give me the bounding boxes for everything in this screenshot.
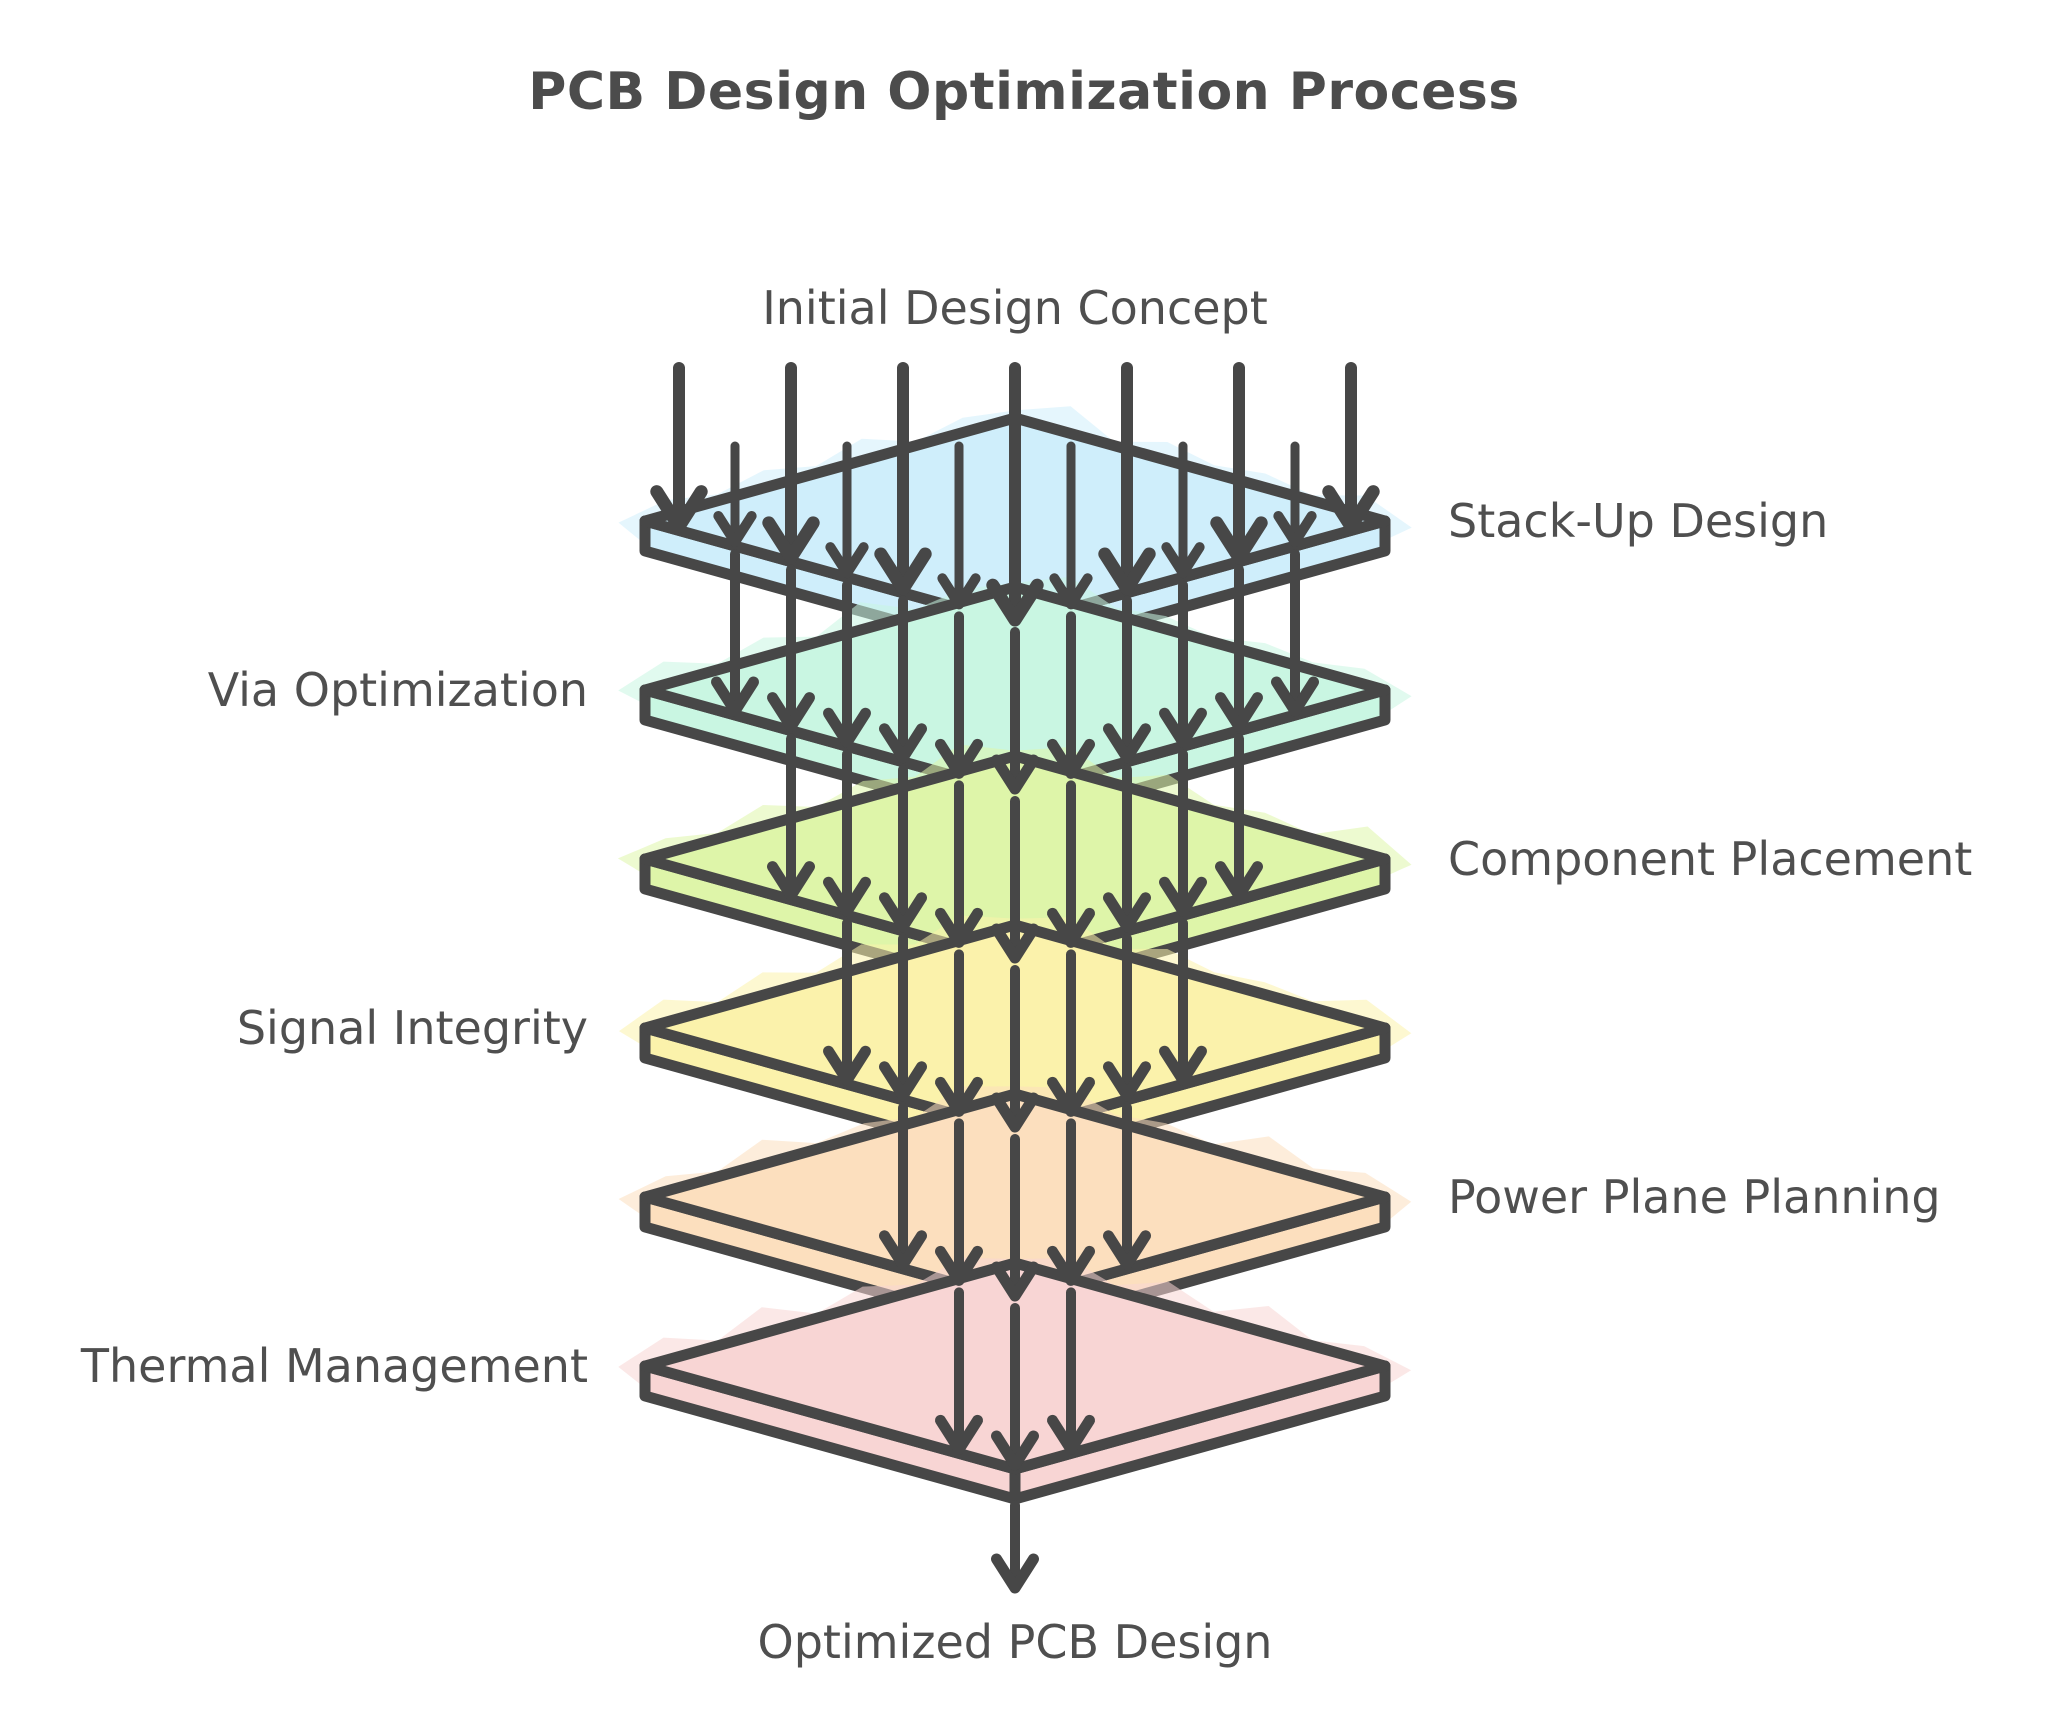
layer-label-component-placement: Component Placement: [1448, 832, 1973, 886]
flow-arrow-1-9-head: [1215, 692, 1263, 733]
flow-arrow-2-4-head: [991, 923, 1039, 964]
output-arrow-head: [991, 1553, 1039, 1594]
flow-arrow-1-1-head: [767, 692, 815, 733]
flow-arrow-0-11-head: [1273, 510, 1317, 548]
flow-arrow-2-6-head: [1103, 892, 1151, 933]
flow-arrow-0-4-head: [874, 547, 932, 596]
flow-arrow-2-3-head: [935, 907, 983, 948]
flow-arrow-1-7-head: [1103, 723, 1151, 764]
flow-arrow-1-2-head: [823, 707, 871, 748]
layer-label-stack-up-design: Stack-Up Design: [1448, 494, 1829, 548]
input-stage-label: Initial Design Concept: [762, 281, 1268, 335]
flow-arrow-0-7-head: [1049, 573, 1093, 610]
flow-arrow-1-6-head: [1047, 738, 1095, 779]
flow-arrow-2-8-head: [1215, 861, 1263, 902]
flow-arrow-4-2-head: [991, 1261, 1039, 1302]
flow-arrow-1-3-head: [879, 723, 927, 764]
flow-arrow-1-5-head: [991, 754, 1039, 795]
flow-arrow-3-5-head: [1103, 1061, 1151, 1102]
flow-arrow-5-1-head: [991, 1430, 1039, 1471]
flow-arrow-1-0-head: [711, 676, 759, 717]
flow-arrow-0-5-head: [937, 573, 981, 610]
flow-arrow-3-6-head: [1159, 1045, 1207, 1086]
flow-arrow-1-10-head: [1271, 676, 1319, 717]
flow-arrow-3-1-head: [879, 1061, 927, 1102]
flow-arrow-2-7-head: [1159, 876, 1207, 917]
flow-arrow-0-6-head: [986, 578, 1044, 627]
flow-arrow-5-0-head: [935, 1414, 983, 1455]
layer-label-power-plane-planning: Power Plane Planning: [1448, 1170, 1941, 1224]
flow-arrow-2-2-head: [879, 892, 927, 933]
flow-arrow-0-8-head: [1098, 547, 1156, 596]
flow-arrow-2-5-head: [1047, 907, 1095, 948]
layer-label-signal-integrity: Signal Integrity: [236, 1001, 588, 1055]
layer-label-thermal-management: Thermal Management: [80, 1339, 588, 1393]
flow-arrow-5-2-head: [1047, 1414, 1095, 1455]
flow-arrow-1-4-head: [935, 738, 983, 779]
flow-arrow-2-0-head: [767, 861, 815, 902]
flow-arrow-0-12-head: [1322, 485, 1380, 533]
layer-label-via-optimization: Via Optimization: [207, 663, 588, 717]
flow-arrow-4-3-head: [1047, 1245, 1095, 1286]
flow-arrow-3-4-head: [1047, 1076, 1095, 1117]
flow-arrow-0-0-head: [650, 485, 708, 533]
output-stage-label: Optimized PCB Design: [757, 1615, 1273, 1669]
flow-arrow-4-0-head: [879, 1230, 927, 1271]
flow-arrow-4-4-head: [1103, 1230, 1151, 1271]
flow-arrow-3-2-head: [935, 1076, 983, 1117]
flow-arrow-2-1-head: [823, 876, 871, 917]
page-title: PCB Design Optimization Process: [528, 62, 1520, 122]
flow-arrow-0-2-head: [762, 516, 820, 565]
flow-arrow-0-1-head: [713, 510, 757, 548]
flow-arrow-0-10-head: [1210, 516, 1268, 565]
flow-arrow-0-3-head: [825, 542, 869, 579]
flow-arrow-4-1-head: [935, 1245, 983, 1286]
flow-arrow-3-3-head: [991, 1092, 1039, 1133]
flow-arrow-0-9-head: [1161, 542, 1205, 579]
flow-arrow-1-8-head: [1159, 707, 1207, 748]
flow-arrow-3-0-head: [823, 1045, 871, 1086]
